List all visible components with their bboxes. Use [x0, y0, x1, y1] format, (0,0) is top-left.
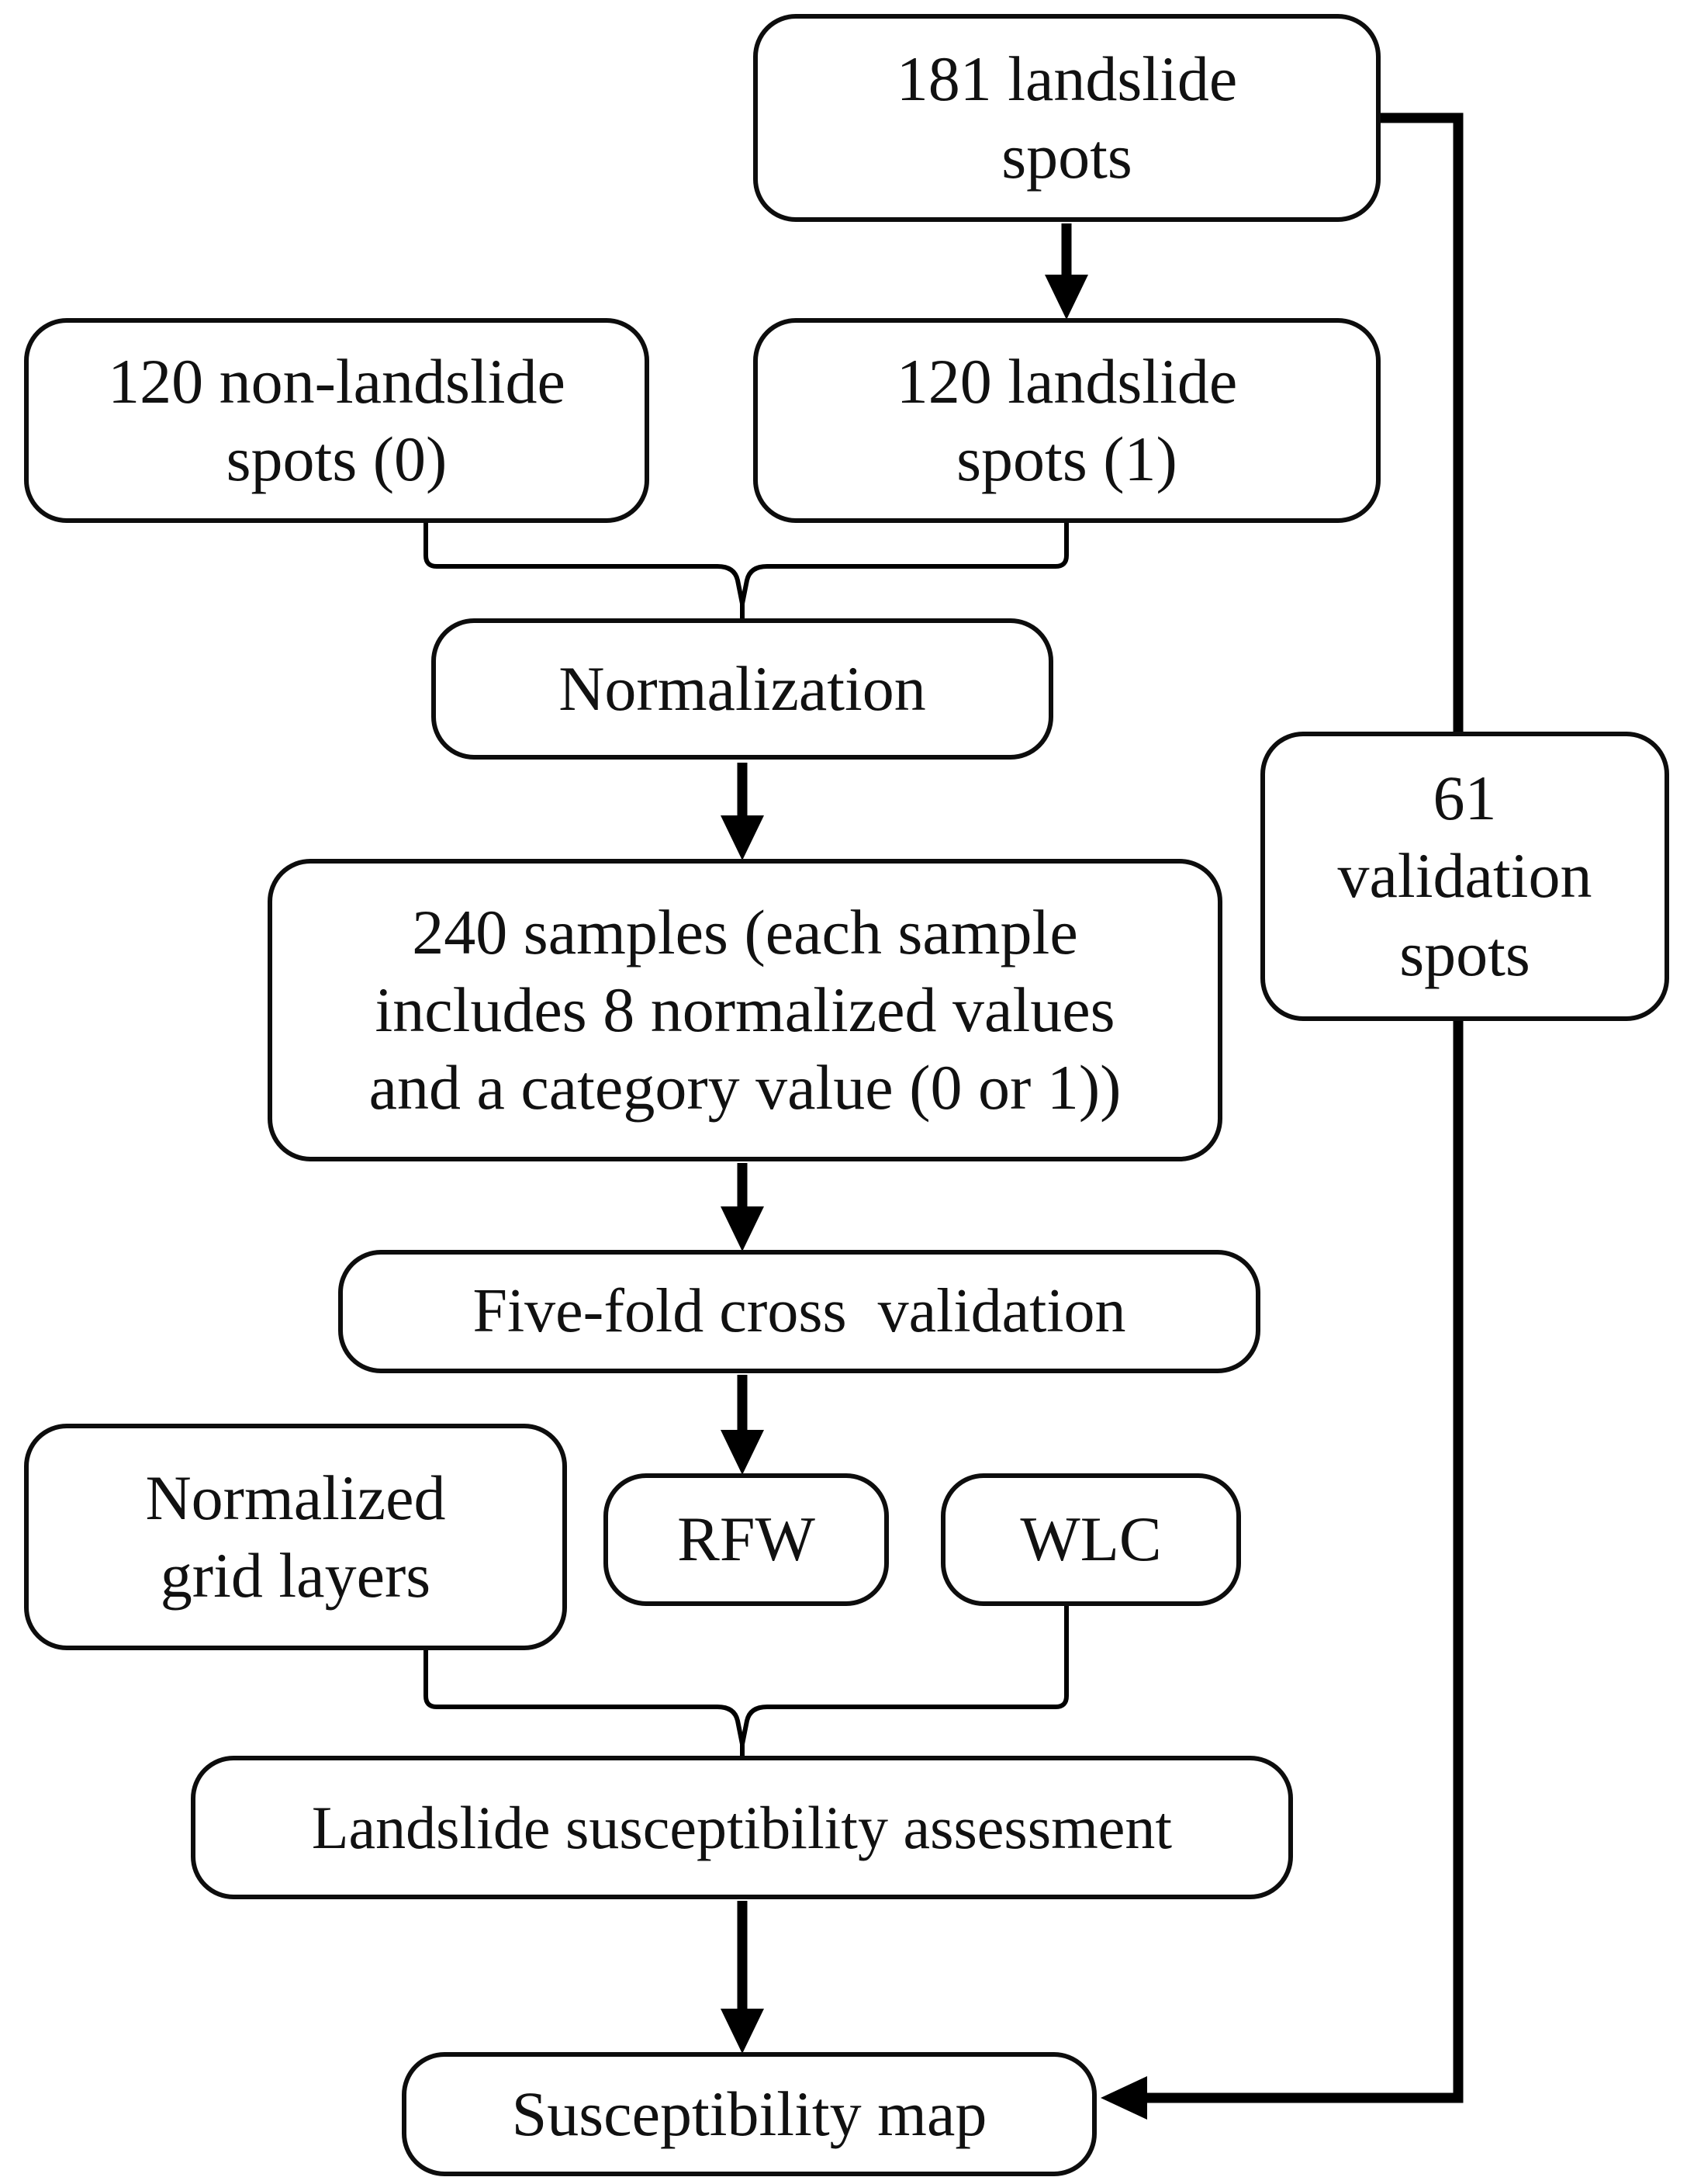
- edge-fivefold-to-rfw-arrowhead: [721, 1430, 764, 1475]
- node-120-landslide-spots: 120 landslide spots (1): [753, 318, 1381, 523]
- node-120-non-landslide-spots: 120 non-landslide spots (0): [24, 318, 649, 523]
- node-landslide-susceptibility-assessment: Landslide susceptibility assessment: [191, 1756, 1293, 1899]
- node-susceptibility-map-label: Susceptibility map: [511, 2078, 987, 2149]
- edge-assess-to-map-arrowhead: [721, 2009, 764, 2054]
- node-rfw: RFW: [603, 1473, 889, 1606]
- edge-181-to-map-line: [1146, 112, 1464, 2103]
- edge-181-to-map-arrowhead: [1101, 2076, 1147, 2120]
- node-120-non-landslide-spots-label: 120 non-landslide spots (0): [108, 345, 565, 494]
- edge-norm-to-samples-arrowhead: [721, 815, 764, 860]
- node-normalization-label: Normalization: [558, 652, 926, 724]
- node-five-fold-cross-validation: Five-fold cross validation: [338, 1250, 1260, 1373]
- node-181-landslide-spots-label: 181 landslide spots: [896, 43, 1238, 192]
- node-240-samples-label: 240 samples (each sample includes 8 norm…: [368, 896, 1122, 1123]
- node-normalized-grid-layers: Normalized grid layers: [24, 1424, 567, 1650]
- merge-brace-top: [423, 523, 1069, 621]
- node-wlc: WLC: [941, 1473, 1241, 1606]
- node-susceptibility-map: Susceptibility map: [402, 2052, 1097, 2176]
- node-61-validation-spots: 61 validation spots: [1260, 732, 1669, 1021]
- node-240-samples: 240 samples (each sample includes 8 norm…: [268, 859, 1222, 1161]
- edge-181-to-120-arrowhead: [1045, 275, 1088, 320]
- node-181-landslide-spots: 181 landslide spots: [753, 14, 1381, 222]
- node-wlc-label: WLC: [1020, 1504, 1162, 1575]
- node-61-validation-spots-label: 61 validation spots: [1337, 763, 1592, 989]
- node-landslide-susceptibility-assessment-label: Landslide susceptibility assessment: [311, 1793, 1173, 1861]
- node-120-landslide-spots-label: 120 landslide spots (1): [896, 345, 1238, 494]
- node-rfw-label: RFW: [677, 1504, 815, 1575]
- node-normalization: Normalization: [431, 618, 1053, 760]
- node-normalized-grid-layers-label: Normalized grid layers: [145, 1462, 446, 1611]
- node-five-fold-cross-validation-label: Five-fold cross validation: [472, 1276, 1126, 1345]
- edge-samples-to-fivefold-arrowhead: [721, 1206, 764, 1251]
